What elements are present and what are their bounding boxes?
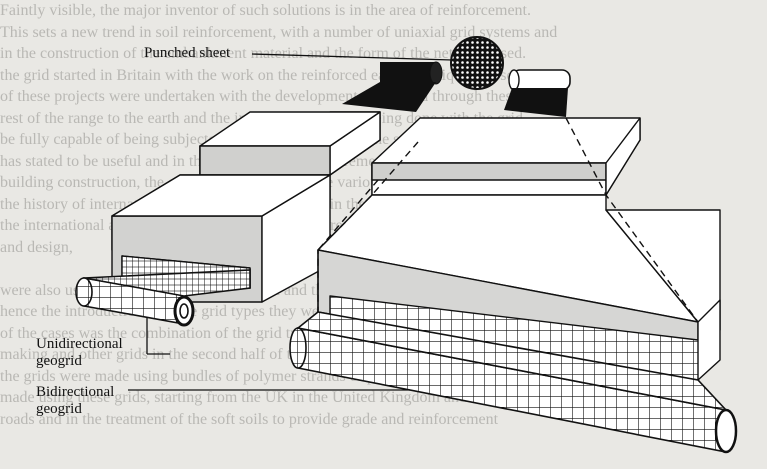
unidirectional-label-line2: geogrid	[36, 353, 82, 369]
punched-sheet-label: Punched sheet	[144, 45, 231, 61]
background-text-line: and design,	[0, 238, 73, 256]
unidirectional-geogrid-roll	[75, 269, 251, 327]
bidirectional-geogrid-roll	[289, 311, 738, 454]
unidirectional-geogrid-label: Unidirectional geogrid	[36, 336, 123, 370]
bidirectional-label-line1: Bidirectional	[36, 384, 115, 400]
background-text-line: made using these grids, starting from th…	[0, 389, 491, 406]
punched-sheet-leader	[251, 53, 453, 61]
background-text-line: Faintly visible, the major inventor of s…	[0, 2, 531, 19]
punched-sheet-icon	[450, 36, 504, 90]
biaxial-stretching-machine	[317, 117, 721, 381]
feed-roller-left	[342, 61, 443, 112]
feed-roller-right	[504, 69, 571, 117]
background-text-line: roads and in the treatment of the soft s…	[0, 410, 499, 428]
bidirectional-label-line2: geogrid	[36, 401, 82, 417]
background-text-line: This sets a new trend in soil reinforcem…	[0, 23, 558, 41]
bidirectional-geogrid-label: Bidirectional geogrid	[36, 384, 114, 418]
unidirectional-label-line1: Unidirectional	[36, 336, 123, 352]
uniaxial-stretching-machine	[111, 111, 381, 303]
